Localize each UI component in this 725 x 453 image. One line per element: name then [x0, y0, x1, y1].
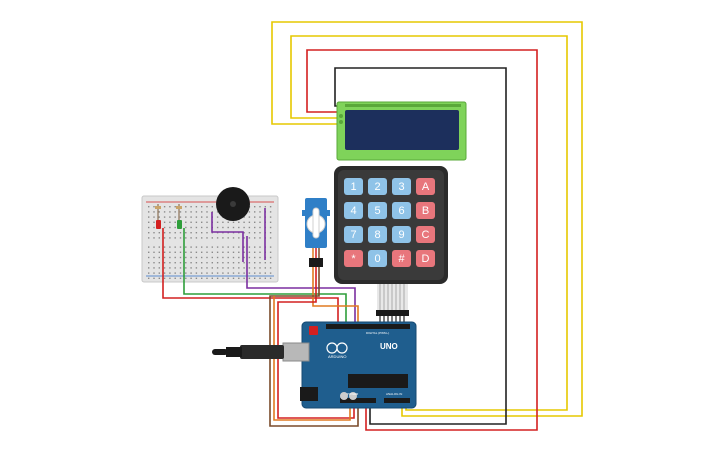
- reset-button: [309, 326, 318, 335]
- arduino-digital-label: DIGITAL (PWM~): [366, 331, 390, 335]
- wire-yellow-outer: [271, 21, 583, 417]
- keypad-key[interactable]: 5: [368, 202, 387, 219]
- keypad-key[interactable]: A: [416, 178, 435, 195]
- wire-purple-buzzer-b: [246, 236, 356, 326]
- keypad-key[interactable]: *: [344, 250, 363, 267]
- keypad-key[interactable]: D: [416, 250, 435, 267]
- keypad-key[interactable]: 3: [392, 178, 411, 195]
- wire-purple-buzzer-a: [211, 212, 244, 262]
- wire-red-led: [162, 228, 339, 326]
- red-led: [155, 204, 161, 229]
- usb-cable: [212, 345, 284, 359]
- green-led: [176, 204, 182, 229]
- arduino-board-name: UNO: [380, 342, 398, 351]
- usb-port: [282, 342, 310, 362]
- analog-header: [384, 398, 410, 403]
- keypad-ribbon: [376, 284, 409, 316]
- wire-yellow-inner: [290, 35, 568, 411]
- lcd-screen: [345, 110, 459, 150]
- lcd-wires: [271, 21, 583, 431]
- keypad-key[interactable]: 9: [392, 226, 411, 243]
- keypad-key[interactable]: 1: [344, 178, 363, 195]
- keypad-key[interactable]: 4: [344, 202, 363, 219]
- microcontroller-chip: [348, 374, 408, 388]
- digital-header: [326, 324, 410, 329]
- arduino-board: [282, 321, 417, 409]
- keypad-key[interactable]: 2: [368, 178, 387, 195]
- keypad-key[interactable]: 6: [392, 202, 411, 219]
- power-header: [340, 398, 376, 403]
- buzzer: [216, 187, 250, 221]
- keypad-key[interactable]: C: [416, 226, 435, 243]
- keypad-key[interactable]: 8: [368, 226, 387, 243]
- wire-black-servo: [269, 267, 359, 427]
- arduino-brand: ARDUINO: [328, 354, 347, 359]
- keypad-key[interactable]: 0: [368, 250, 387, 267]
- wire-red-lcd: [306, 49, 538, 431]
- arduino-analog-label: ANALOG IN: [386, 392, 403, 396]
- wire-green-led: [183, 228, 347, 326]
- servo-motor: [302, 198, 330, 267]
- lcd-module: [336, 101, 467, 161]
- lcd-header-pins: [345, 104, 461, 107]
- keypad-key[interactable]: B: [416, 202, 435, 219]
- keypad-key[interactable]: 7: [344, 226, 363, 243]
- wire-orange-servo: [312, 267, 359, 326]
- keypad-key[interactable]: #: [392, 250, 411, 267]
- arduino-power-label: POWER: [347, 392, 359, 396]
- wire-black-lcd: [334, 67, 507, 425]
- power-jack: [300, 387, 318, 401]
